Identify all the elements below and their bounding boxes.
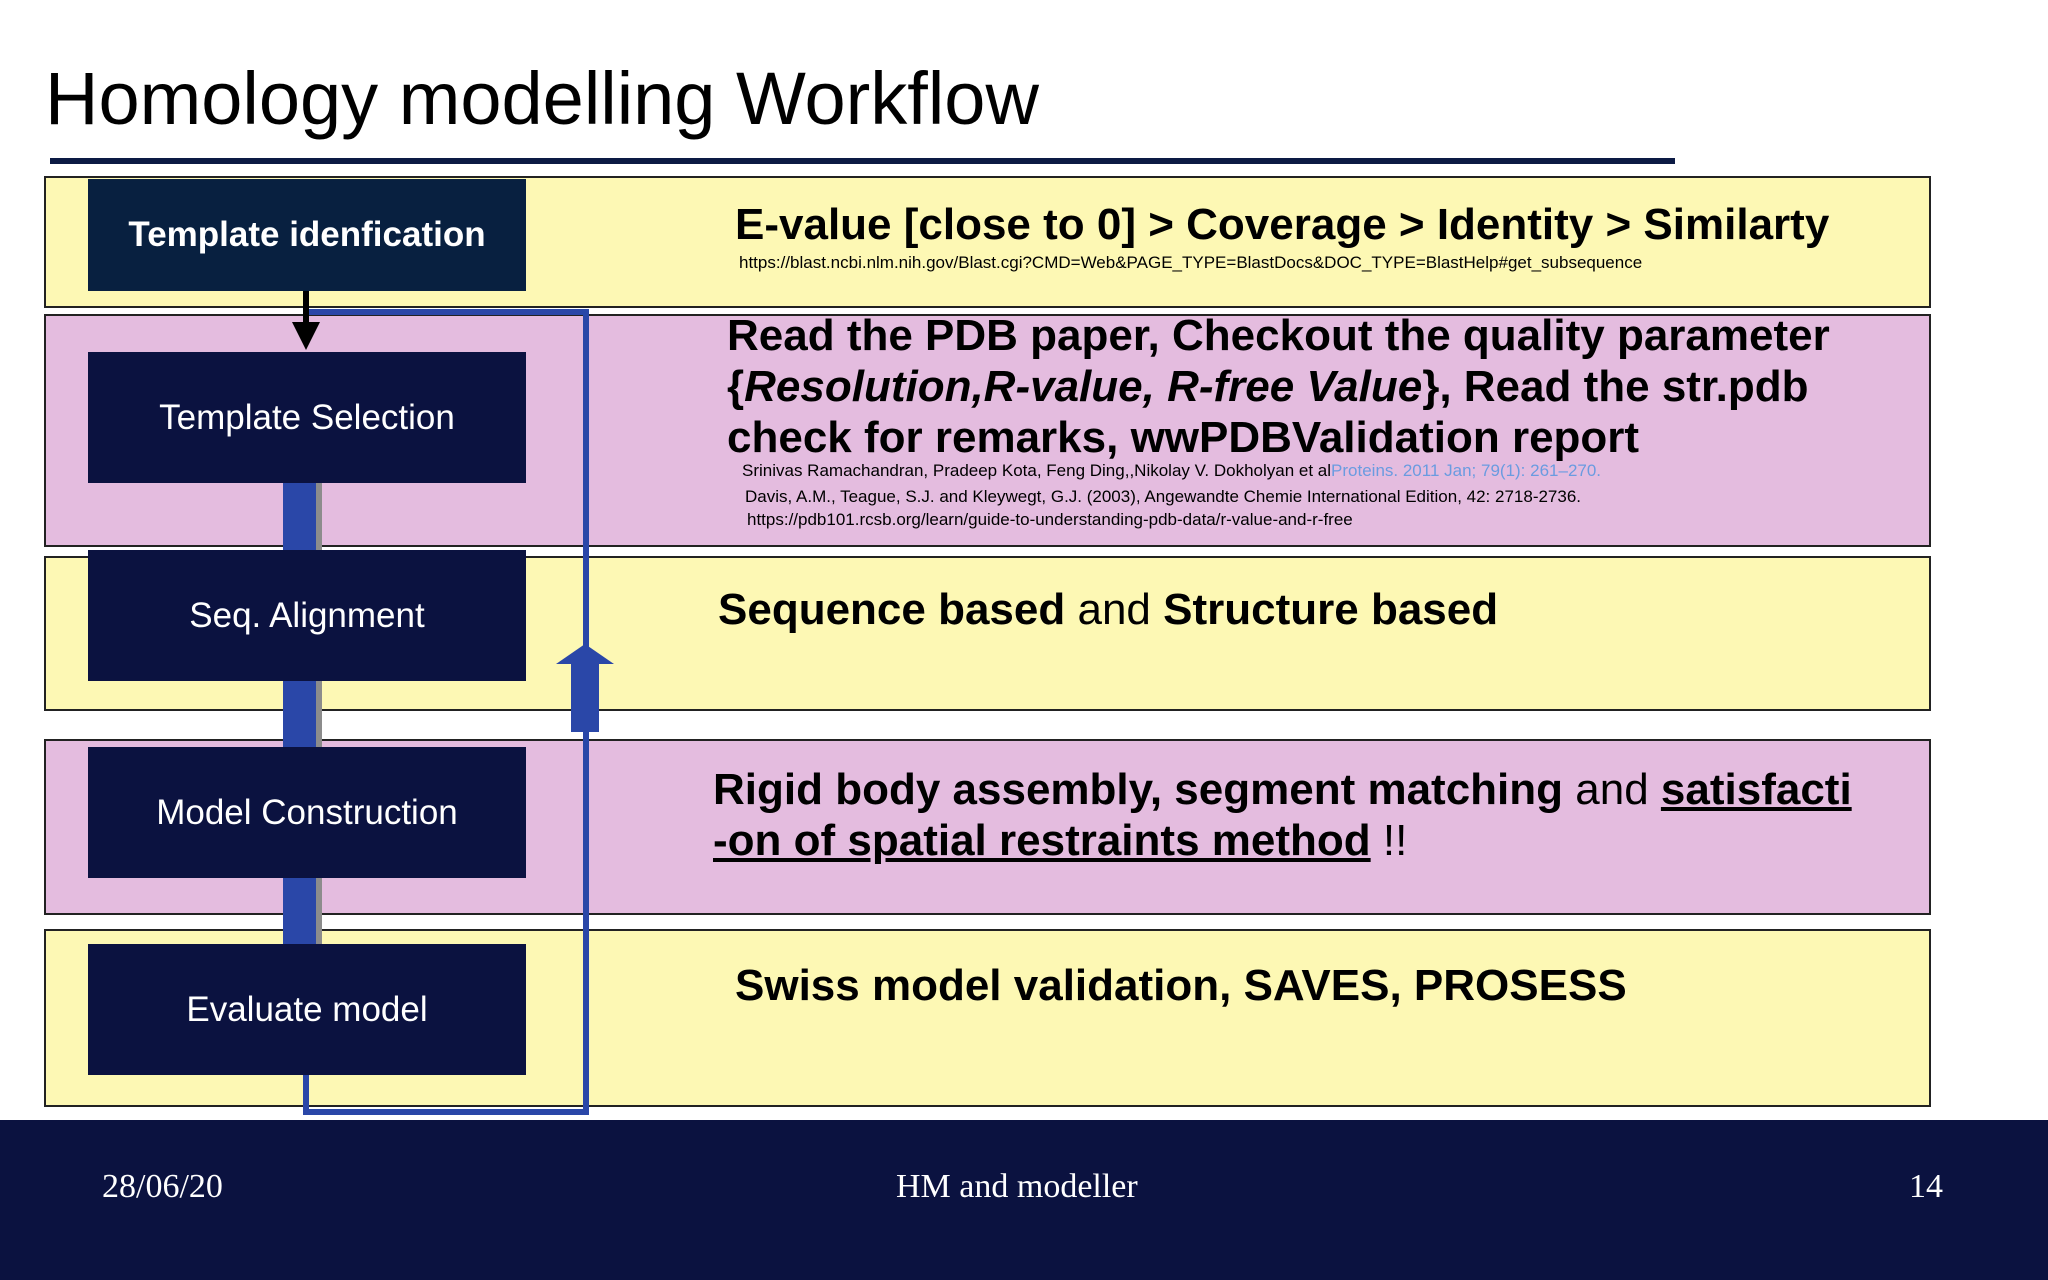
evaluation-tools: Swiss model validation, SAVES, PROSESS	[735, 961, 1627, 1010]
alignment-methods: Sequence based and Structure based	[718, 584, 1498, 635]
alignment-and: and	[1065, 585, 1164, 634]
step-label: Template Selection	[159, 397, 455, 437]
footer-date: 28/06/20	[102, 1168, 223, 1205]
alignment-sequence: Sequence based	[718, 585, 1066, 634]
construction-exclaim: !!	[1370, 816, 1408, 865]
blast-help-url: https://blast.ncbi.nlm.nih.gov/Blast.cgi…	[739, 253, 1643, 272]
slide-footer	[0, 1120, 2048, 1280]
title-underline	[50, 158, 1675, 164]
construction-and: and	[1563, 765, 1661, 814]
step-label: Template idenfication	[128, 215, 486, 254]
step-template-selection: Template Selection	[88, 352, 526, 483]
step-label: Model Construction	[156, 792, 458, 832]
step-label: Seq. Alignment	[189, 595, 425, 635]
reference-1: Srinivas Ramachandran, Pradeep Kota, Fen…	[742, 460, 1601, 482]
selection-line-2: {Resolution,R-value, R-free Value}, Read…	[727, 361, 1809, 412]
selection-line-2-rest: }, Read the str.pdb	[1422, 362, 1809, 411]
reference-2: Davis, A.M., Teague, S.J. and Kleywegt, …	[745, 487, 1582, 506]
selection-line-1: Read the PDB paper, Checkout the quality…	[727, 311, 1830, 360]
identification-criteria: E-value [close to 0] > Coverage > Identi…	[735, 200, 1830, 249]
step-label: Evaluate model	[186, 989, 428, 1029]
footer-title: HM and modeller	[896, 1168, 1138, 1205]
step-template-identification: Template idenfication	[88, 179, 526, 291]
step-seq-alignment: Seq. Alignment	[88, 550, 526, 681]
feedback-arrow-shaft	[571, 662, 599, 732]
step-evaluate-model: Evaluate model	[88, 944, 526, 1075]
construction-satisfaction: satisfacti	[1660, 765, 1852, 814]
brace-open: {	[727, 362, 745, 411]
feedback-loop-line	[303, 309, 589, 1115]
reference-1-link[interactable]: Proteins. 2011 Jan; 79(1): 261–270.	[1331, 461, 1602, 480]
arrow-identification-head	[292, 322, 320, 350]
slide-title: Homology modelling Workflow	[45, 57, 1039, 140]
reference-3-url: https://pdb101.rcsb.org/learn/guide-to-u…	[747, 510, 1353, 529]
construction-line-1: Rigid body assembly, segment matching an…	[713, 764, 1852, 815]
quality-parameters: Resolution,R-value, R-free Value	[744, 362, 1423, 411]
feedback-arrow-head	[556, 644, 614, 664]
step-model-construction: Model Construction	[88, 747, 526, 878]
construction-methods: Rigid body assembly, segment matching	[713, 765, 1564, 814]
footer-page-number: 14	[1909, 1168, 1943, 1205]
construction-line-2: -on of spatial restraints method !!	[713, 815, 1407, 866]
alignment-structure: Structure based	[1163, 585, 1499, 634]
construction-spatial-restraints: -on of spatial restraints method	[713, 816, 1371, 865]
selection-line-3: check for remarks, wwPDBValidation repor…	[727, 413, 1640, 462]
reference-1-authors: Srinivas Ramachandran, Pradeep Kota, Fen…	[742, 461, 1332, 480]
